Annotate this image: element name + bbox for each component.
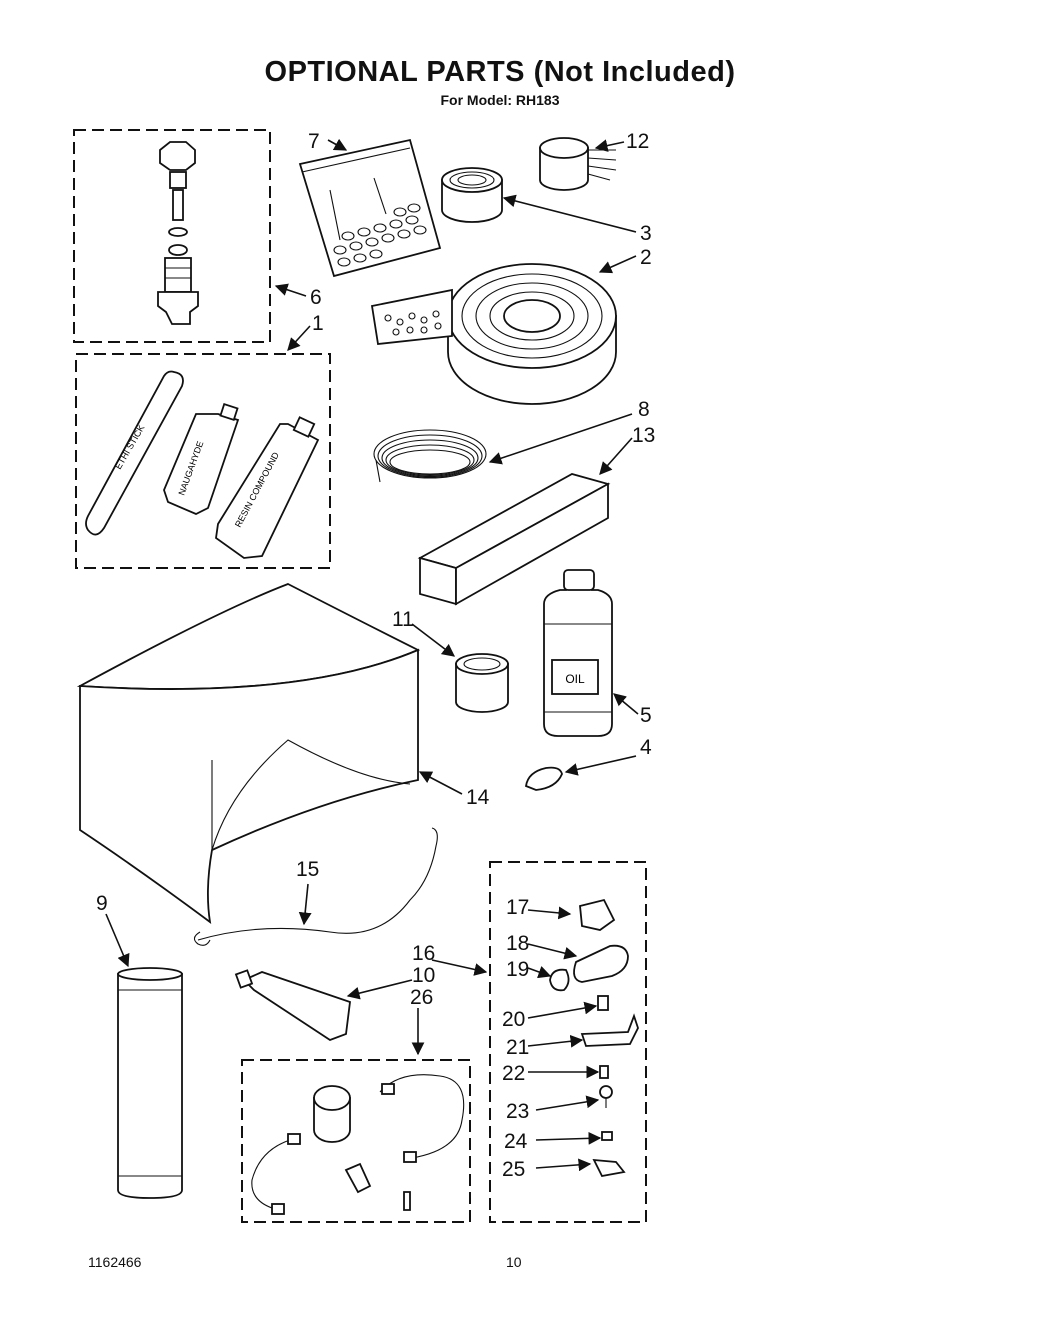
bottle-label-text: OIL — [565, 672, 585, 686]
page-title: OPTIONAL PARTS (Not Included) — [264, 56, 736, 88]
foam-block-drawing — [417, 473, 611, 606]
callout-13: 13 — [632, 424, 655, 447]
callout-16: 16 — [412, 942, 435, 965]
callout-20: 20 — [502, 1008, 525, 1031]
callout-7: 7 — [308, 130, 320, 153]
tape-roll-large-drawing — [370, 263, 617, 405]
callout-21: 21 — [506, 1036, 529, 1059]
callout-5: 5 — [640, 704, 652, 727]
callout-8: 8 — [638, 398, 650, 421]
kit-box-1 — [75, 353, 331, 569]
oil-bottle-drawing: OIL — [543, 569, 613, 737]
kit-box-6 — [73, 129, 271, 343]
callout-11: 11 — [392, 608, 414, 631]
coiled-tubing-drawing — [373, 429, 487, 483]
callout-24: 24 — [504, 1130, 528, 1153]
callout-25: 25 — [502, 1158, 525, 1181]
callout-14: 14 — [466, 786, 490, 809]
bulb-drawing — [525, 766, 563, 791]
callout-2: 2 — [640, 246, 652, 269]
callout-19: 19 — [506, 958, 529, 981]
strap-drawing — [193, 827, 438, 946]
callout-18: 18 — [506, 932, 529, 955]
tape-roll-12-drawing — [539, 137, 617, 191]
callout-labels: 7 12 3 2 6 1 8 13 11 5 4 14 9 15 16 10 2… — [96, 130, 655, 1181]
callout-26: 26 — [410, 986, 433, 1009]
stick-drawing: ETHI STICK — [85, 370, 184, 536]
spray-can-drawing — [117, 967, 183, 1199]
leader-lines — [105, 138, 639, 1172]
callout-17: 17 — [506, 896, 529, 919]
callout-22: 22 — [502, 1062, 525, 1085]
callout-9: 9 — [96, 892, 108, 915]
document-number: 1162466 — [88, 1254, 142, 1270]
parts-bag-drawing — [298, 138, 442, 278]
kit-box-16 — [489, 861, 647, 1223]
callout-12: 12 — [626, 130, 649, 153]
callout-3: 3 — [640, 222, 652, 245]
callout-4: 4 — [640, 736, 652, 759]
tube-10-drawing — [234, 969, 351, 1042]
tube-small-drawing: NAUGAHYDE — [163, 402, 240, 515]
page-number: 10 — [506, 1254, 522, 1270]
small-hardware-drawing — [549, 898, 639, 1178]
cover-drawing — [76, 583, 421, 925]
model-subtitle: For Model: RH183 — [440, 92, 560, 108]
sealant-can-drawing — [455, 653, 509, 713]
callout-10: 10 — [412, 964, 435, 987]
callout-15: 15 — [296, 858, 319, 881]
kit-box-26 — [241, 1059, 471, 1223]
tape-roll-small-drawing — [441, 167, 503, 223]
valve-fitting-drawing — [157, 141, 199, 325]
callout-6: 6 — [310, 286, 322, 309]
callout-23: 23 — [506, 1100, 529, 1123]
heater-kit-drawing — [251, 1074, 465, 1215]
callout-1: 1 — [312, 312, 324, 335]
